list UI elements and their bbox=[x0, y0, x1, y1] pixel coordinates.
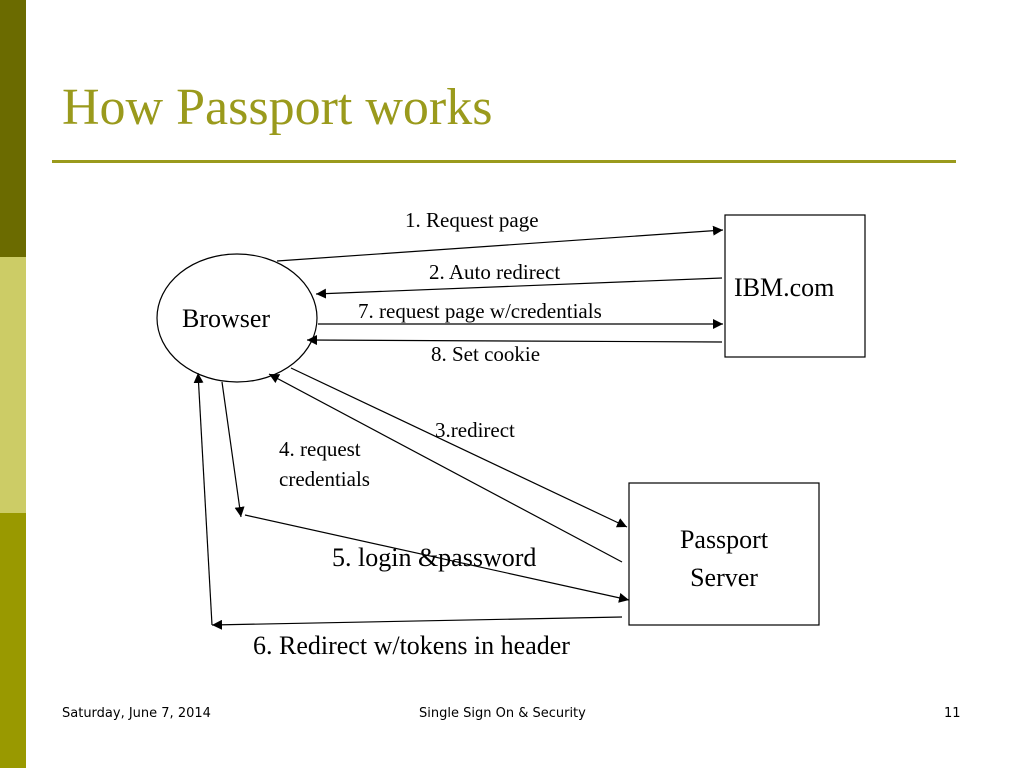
footer-date: Saturday, June 7, 2014 bbox=[62, 706, 211, 721]
browser-node bbox=[156, 253, 318, 383]
ibm-label: IBM.com bbox=[734, 273, 835, 302]
ibm-node bbox=[724, 214, 866, 358]
arrow-6-to-browser bbox=[193, 372, 213, 626]
step-4-label-line2: credentials bbox=[279, 467, 370, 491]
passport-server-node bbox=[628, 482, 820, 626]
sidebar-segment-top bbox=[0, 0, 26, 257]
sidebar-segment-bottom bbox=[0, 513, 26, 768]
step-7-label: 7. request page w/credentials bbox=[358, 299, 602, 323]
arrow-1-request-page bbox=[276, 225, 724, 262]
step-4-label: 4. request credentials bbox=[279, 434, 370, 494]
step-8-label: 8. Set cookie bbox=[431, 342, 541, 366]
passport-server-label-line1: Passport bbox=[679, 525, 769, 554]
arrow-4-request-credentials bbox=[268, 373, 623, 563]
arrow-3-redirect bbox=[290, 367, 628, 528]
passport-server-label-line2: Server bbox=[690, 563, 758, 592]
passport-server-label: Passport Server bbox=[629, 521, 819, 597]
arrow-5-login-password bbox=[244, 514, 630, 603]
step-4-label-line1: 4. request bbox=[279, 437, 361, 461]
sidebar-segment-middle bbox=[0, 257, 26, 513]
arrow-2-auto-redirect bbox=[315, 277, 723, 299]
page-number: 11 bbox=[944, 706, 961, 721]
sidebar-accent bbox=[0, 0, 26, 768]
arrow-6-redirect-with-tokens bbox=[211, 616, 623, 630]
step-5-label: 5. login &password bbox=[332, 543, 537, 572]
title-underline bbox=[52, 160, 956, 163]
step-1-label: 1. Request page bbox=[405, 208, 539, 232]
step-2-label: 2. Auto redirect bbox=[429, 260, 561, 284]
footer-title: Single Sign On & Security bbox=[419, 706, 586, 721]
step-3-label: 3.redirect bbox=[435, 418, 515, 442]
slide-title: How Passport works bbox=[62, 79, 493, 136]
browser-label: Browser bbox=[182, 304, 271, 333]
step-6-label: 6. Redirect w/tokens in header bbox=[253, 631, 570, 660]
arrow-4-return bbox=[221, 381, 245, 518]
arrow-8-set-cookie bbox=[306, 335, 723, 346]
